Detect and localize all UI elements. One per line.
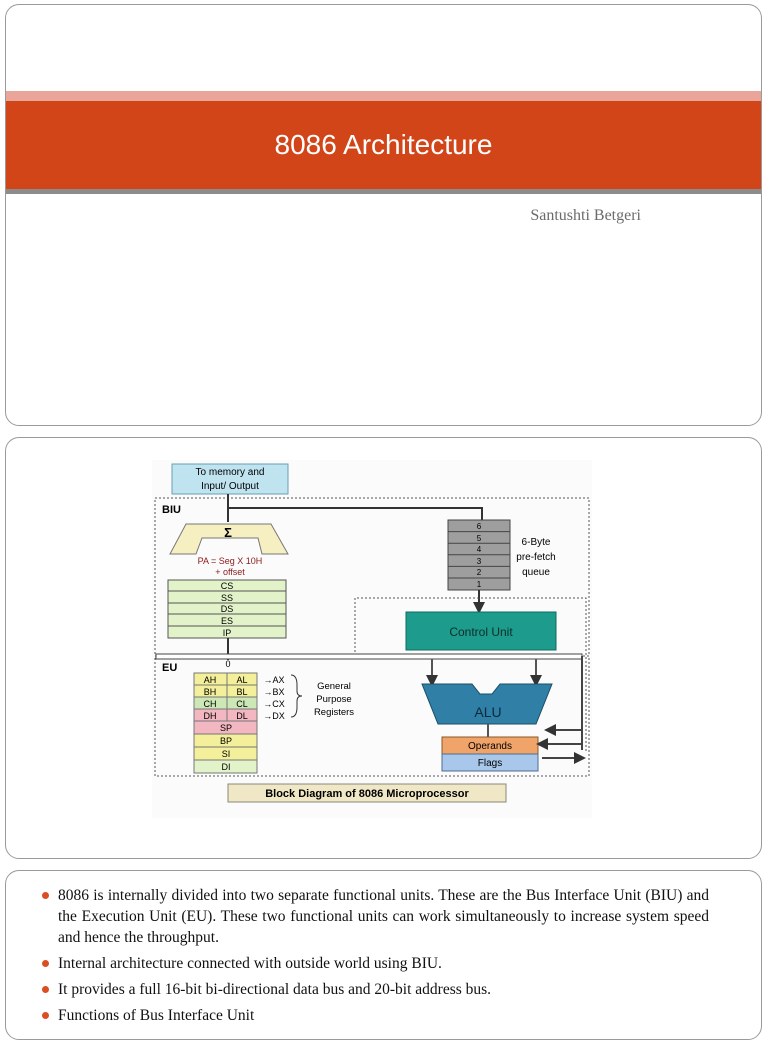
register-ds: DS (221, 604, 234, 614)
diagram-slide: To memory and Input/ Output BIU EU Σ PA … (5, 437, 762, 859)
title-band-bottom-stripe (6, 189, 761, 194)
internal-data-bus (155, 653, 583, 660)
pa-formula-2: + offset (215, 567, 245, 577)
queue-label-3: queue (522, 567, 550, 578)
title-band-top-stripe (6, 91, 761, 101)
queue-slot-3: 3 (477, 557, 482, 566)
register-al: AL (236, 675, 247, 685)
adder-sigma: Σ (224, 525, 232, 540)
register-di: DI (222, 762, 231, 772)
eu-boundary-upper (354, 597, 587, 753)
address-adder (169, 523, 289, 555)
bullet-dot-icon (42, 1012, 49, 1019)
gp-register-high-cells (193, 672, 228, 722)
pointer-register-cells (193, 720, 258, 774)
title-band: 8086 Architecture (6, 101, 761, 189)
author-name: Santushti Betgeri (530, 207, 641, 224)
bullet-item: It provides a full 16-bit bi-directional… (42, 979, 709, 1000)
pa-formula-1: PA = Seg X 10H (198, 556, 263, 566)
title-slide: 8086 Architecture Santushti Betgeri (5, 4, 762, 426)
memory-io-label-1: To memory and (196, 467, 265, 478)
bullet-item: Internal architecture connected with out… (42, 953, 709, 974)
memory-io-label-2: Input/ Output (201, 481, 259, 492)
bullet-item: Functions of Bus Interface Unit (42, 1005, 709, 1026)
gp-label-2: Purpose (316, 694, 351, 705)
pair-bx: →BX (263, 687, 284, 697)
bullet-item: 8086 is internally divided into two sepa… (42, 885, 709, 948)
queue-label-1: 6-Byte (522, 537, 551, 548)
eu-label: EU (162, 662, 177, 674)
bullet-dot-icon (42, 986, 49, 993)
bullet-text: 8086 is internally divided into two sepa… (58, 887, 709, 946)
register-es: ES (221, 616, 233, 626)
block-diagram: To memory and Input/ Output BIU EU Σ PA … (152, 460, 592, 818)
alu-block (421, 683, 553, 725)
memory-io-box (171, 463, 289, 495)
register-cs: CS (221, 581, 234, 591)
segment-register-lines (168, 590, 286, 627)
register-bp: BP (220, 736, 232, 746)
operands-label: Operands (468, 741, 512, 752)
slide-title: 8086 Architecture (274, 129, 493, 160)
alu-label: ALU (474, 704, 501, 720)
diagram-caption: Block Diagram of 8086 Microprocessor (265, 788, 469, 800)
register-dl: DL (236, 711, 248, 721)
text-slide: 8086 is internally divided into two sepa… (5, 870, 762, 1040)
bullet-text: It provides a full 16-bit bi-directional… (58, 981, 492, 998)
queue-slot-4: 4 (477, 545, 482, 554)
register-bh: BH (204, 687, 217, 697)
memory-to-queue-line (228, 507, 483, 520)
bullet-text: Functions of Bus Interface Unit (58, 1007, 255, 1024)
flags-label: Flags (478, 758, 502, 769)
control-unit-label: Control Unit (449, 625, 513, 639)
register-sp: SP (220, 723, 232, 733)
register-dh: DH (204, 711, 217, 721)
queue-slot-6: 6 (477, 522, 482, 531)
gp-label-1: General (317, 681, 351, 692)
bullet-dot-icon (42, 892, 49, 899)
queue-slot-1: 1 (477, 580, 482, 589)
biu-label: BIU (162, 504, 181, 516)
bullet-text: Internal architecture connected with out… (58, 955, 442, 972)
gp-register-low-cells (226, 672, 258, 722)
register-ss: SS (221, 593, 233, 603)
register-cl: CL (236, 699, 248, 709)
pair-ax: →AX (263, 675, 284, 685)
prefetch-queue-lines (448, 531, 510, 579)
queue-slot-5: 5 (477, 534, 482, 543)
queue-slot-2: 2 (477, 568, 482, 577)
register-ah: AH (204, 675, 217, 685)
register-si: SI (222, 749, 231, 759)
gp-label-3: Registers (314, 707, 354, 718)
pair-cx: →CX (263, 699, 285, 709)
control-unit (405, 611, 557, 651)
queue-label-2: pre-fetch (516, 552, 555, 563)
register-ch: CH (204, 699, 217, 709)
gp-brace (290, 674, 303, 718)
register-ip: IP (223, 628, 232, 638)
caption-box (227, 783, 507, 803)
register-bl: BL (236, 687, 247, 697)
bus-zero-label: 0 (225, 659, 230, 669)
bullet-list: 8086 is internally divided into two sepa… (42, 885, 709, 1031)
flags-box (441, 753, 539, 772)
pair-dx: →DX (263, 711, 285, 721)
bullet-dot-icon (42, 960, 49, 967)
